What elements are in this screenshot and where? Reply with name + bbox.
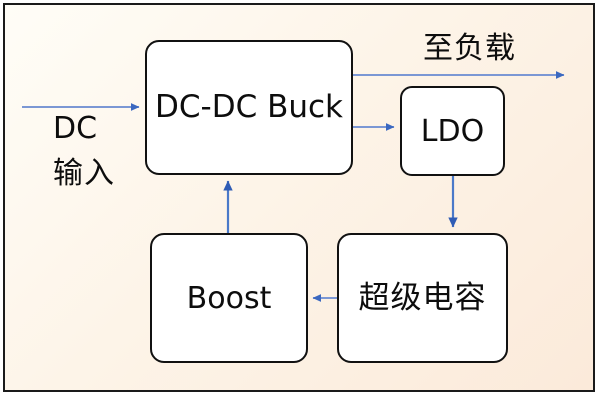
block-label-supercapacitor: 超级电容 [358, 279, 487, 316]
block-label-ldo: LDO [420, 113, 485, 149]
label-to-load: 至负载 [423, 31, 516, 66]
block-ldo[interactable]: LDO [400, 86, 505, 176]
label-dc-input: 输入 [53, 156, 115, 191]
label-dc: DC [53, 111, 98, 146]
block-dc-dc-buck[interactable]: DC-DC Buck [145, 40, 353, 175]
block-label-boost: Boost [186, 280, 272, 316]
block-supercapacitor[interactable]: 超级电容 [337, 233, 508, 363]
block-label-dc-dc-buck: DC-DC Buck [155, 89, 343, 126]
block-boost[interactable]: Boost [150, 233, 308, 363]
